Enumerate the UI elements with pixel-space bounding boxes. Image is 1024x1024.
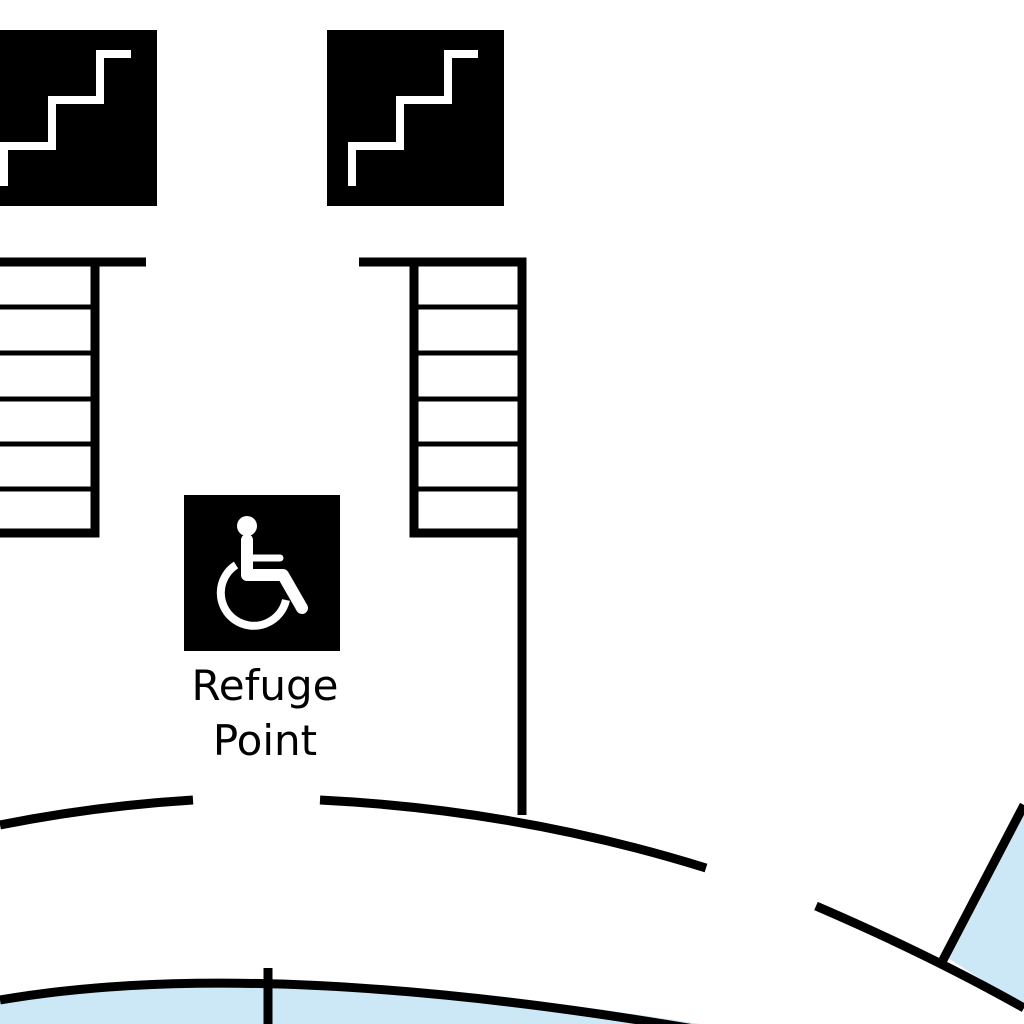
- refuge-label-line1: Refuge: [191, 661, 338, 710]
- wall-bottom-arc: [0, 978, 692, 1024]
- wall-corridor-right: [814, 901, 1024, 1012]
- wall-corridor-middle: [319, 795, 708, 873]
- wall-corridor-left: [0, 795, 194, 830]
- staircase-right-wall: [359, 257, 527, 815]
- staircase-right: [359, 257, 527, 815]
- refuge-label-line2: Point: [213, 716, 317, 765]
- wheelchair-icon[interactable]: [184, 495, 340, 651]
- water-area-bottom: [0, 982, 700, 1024]
- staircase-left: [0, 257, 146, 538]
- stairs-icon[interactable]: [0, 30, 157, 206]
- water-area-right: [948, 805, 1024, 1008]
- stairs-icon[interactable]: [327, 30, 504, 206]
- wall-right-diagonal: [939, 802, 1024, 963]
